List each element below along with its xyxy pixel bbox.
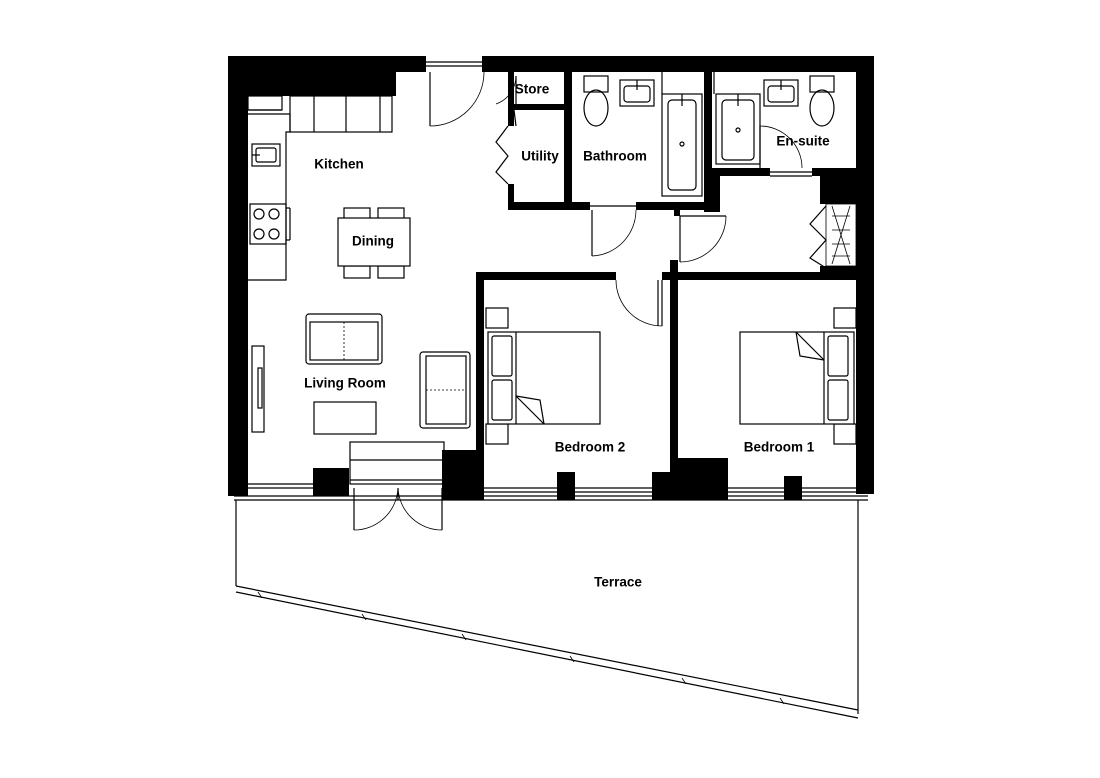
kitchen-units (247, 95, 393, 281)
room-label-bedroom-2: Bedroom 2 (555, 440, 626, 455)
entrance-door (426, 56, 485, 127)
exterior-walls (228, 56, 874, 500)
wardrobe-bedroom-1 (809, 203, 857, 269)
bedroom-2-door (615, 279, 663, 327)
room-label-utility: Utility (521, 149, 559, 164)
room-label-terrace: Terrace (594, 575, 642, 590)
dining-table (337, 207, 411, 279)
room-label-store: Store (515, 82, 550, 97)
room-label-bedroom-1: Bedroom 1 (744, 440, 815, 455)
bathroom-fixtures (583, 72, 703, 197)
terrace-outline (235, 500, 859, 719)
room-label-living-room: Living Room (304, 376, 386, 391)
ensuite-fixtures (713, 72, 835, 165)
room-label-bathroom: Bathroom (583, 149, 647, 164)
hallway-door (679, 215, 727, 263)
bedroom-2-bed (485, 307, 601, 445)
bathroom-door (590, 205, 637, 257)
living-room-furniture (251, 313, 471, 485)
interior-walls (476, 72, 856, 472)
room-label-ensuite: En-suite (776, 134, 830, 149)
room-label-kitchen: Kitchen (314, 157, 364, 172)
bottom-windows (234, 483, 868, 501)
room-label-dining: Dining (352, 234, 394, 249)
utility-doors (495, 75, 517, 185)
bedroom-1-bed (739, 307, 857, 445)
terrace-french-doors (353, 487, 443, 531)
